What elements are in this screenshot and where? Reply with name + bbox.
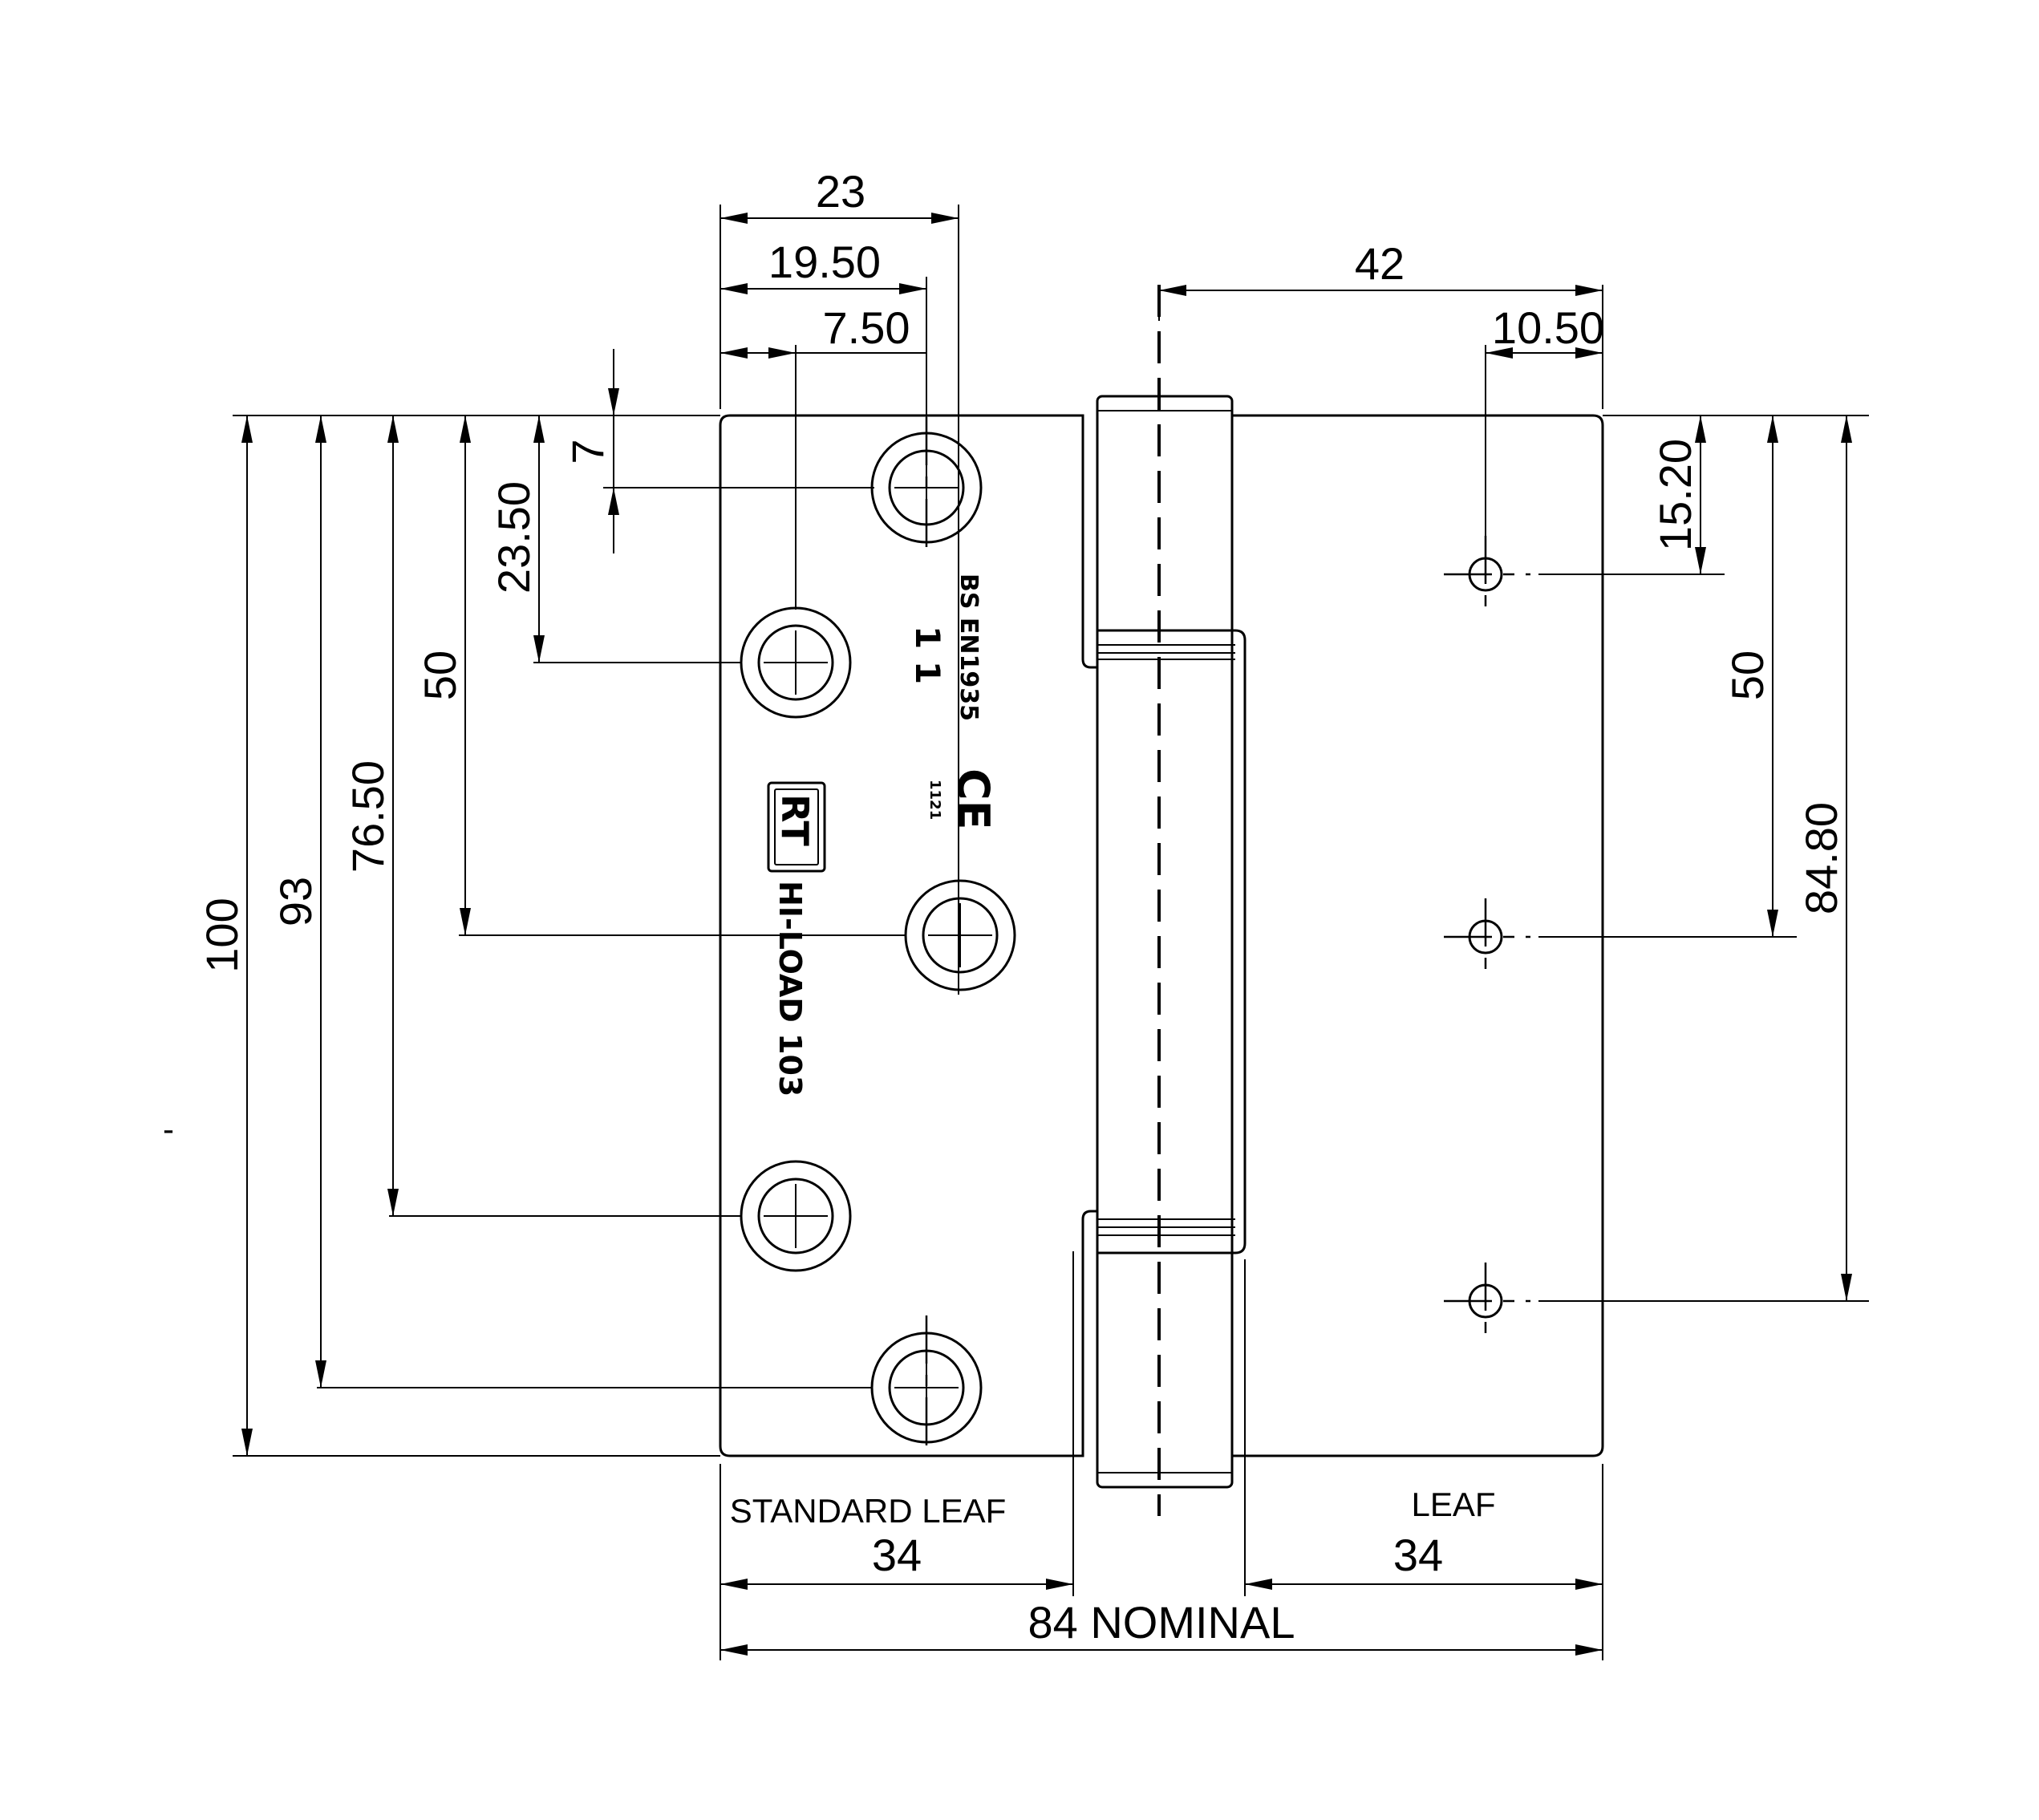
standard-leaf-plate xyxy=(719,414,1099,1457)
svg-text:HI-LOAD 103: HI-LOAD 103 xyxy=(772,881,808,1096)
svg-text:15.20: 15.20 xyxy=(1650,439,1701,551)
svg-text:CE: CE xyxy=(948,768,999,830)
screw-hole-3 xyxy=(904,879,1016,991)
svg-text:76.50: 76.50 xyxy=(343,760,393,873)
dim-23: 23 xyxy=(720,166,959,224)
svg-text:23.50: 23.50 xyxy=(488,481,539,594)
svg-text:93: 93 xyxy=(270,877,321,926)
dim-19-50: 19.50 xyxy=(720,237,926,294)
dim-93: 93 xyxy=(270,415,326,1388)
leaf-label: LEAF xyxy=(1411,1486,1495,1523)
dim-50-right: 50 xyxy=(1722,415,1778,937)
svg-text:84 NOMINAL: 84 NOMINAL xyxy=(1028,1597,1295,1648)
svg-text:50: 50 xyxy=(1722,651,1773,700)
dim-7: 7 xyxy=(562,349,619,553)
svg-text:LEAF: LEAF xyxy=(1411,1486,1495,1523)
svg-text:19.50: 19.50 xyxy=(768,237,881,287)
svg-text:STANDARD LEAF: STANDARD LEAF xyxy=(730,1492,1007,1530)
svg-text:10.50: 10.50 xyxy=(1492,302,1604,353)
leaf-plate xyxy=(1232,414,1604,1457)
svg-text:100: 100 xyxy=(197,898,247,972)
dim-84-nominal: 84 NOMINAL xyxy=(720,1597,1603,1656)
dim-50-left: 50 xyxy=(415,415,471,935)
rt-logo: RT xyxy=(767,781,826,873)
dim-76-50: 76.50 xyxy=(343,415,399,1216)
svg-text:42: 42 xyxy=(1355,238,1405,289)
standard-leaf-label: STANDARD LEAF xyxy=(730,1492,1007,1530)
dim-42: 42 xyxy=(1159,238,1603,296)
extension-lines xyxy=(233,205,1869,1660)
dim-100: 100 xyxy=(197,415,253,1456)
svg-text:34: 34 xyxy=(872,1530,922,1580)
svg-text:34: 34 xyxy=(1393,1530,1443,1580)
stray-mark: - xyxy=(163,1110,174,1148)
product-name-marking: HI-LOAD 103 xyxy=(772,881,808,1096)
dim-10-50: 10.50 xyxy=(1486,302,1604,359)
svg-text:RT: RT xyxy=(773,794,817,846)
svg-text:1121: 1121 xyxy=(926,780,943,820)
dim-23-50: 23.50 xyxy=(488,415,545,663)
dim-15-20: 15.20 xyxy=(1650,415,1706,574)
screw-hole-4 xyxy=(740,1160,852,1272)
svg-text:50: 50 xyxy=(415,651,465,700)
screw-hole-5 xyxy=(870,1315,983,1453)
screw-hole-2 xyxy=(740,606,852,719)
svg-text:23: 23 xyxy=(816,166,865,217)
dim-34-right: 34 xyxy=(1245,1530,1603,1590)
screw-hole-1 xyxy=(870,417,983,553)
ce-mark-icon: CE 1121 xyxy=(926,768,999,830)
grade-marking: 1 1 xyxy=(908,626,947,684)
dim-7-50: 7.50 xyxy=(720,302,926,359)
svg-text:84.80: 84.80 xyxy=(1796,802,1846,914)
leaf-hole-2 xyxy=(1444,898,1530,979)
svg-text:-: - xyxy=(163,1110,174,1148)
svg-text:7.50: 7.50 xyxy=(823,302,910,353)
knuckle-barrel xyxy=(1096,395,1247,1489)
dim-34-left: 34 xyxy=(720,1530,1073,1590)
dim-84-80: 84.80 xyxy=(1796,415,1852,1301)
leaf-hole-3 xyxy=(1444,1263,1530,1343)
svg-text:7: 7 xyxy=(562,439,613,464)
svg-text:1 1: 1 1 xyxy=(908,626,947,684)
leaf-hole-1 xyxy=(1444,536,1530,616)
